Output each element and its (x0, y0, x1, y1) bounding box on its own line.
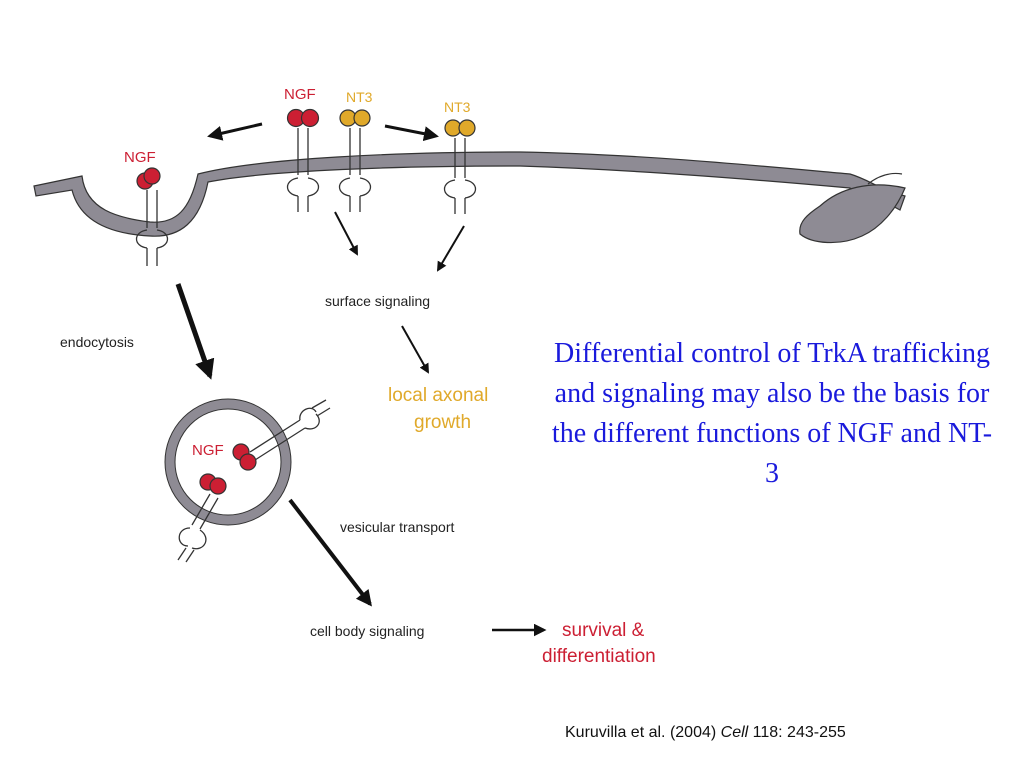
label-ngf-vesicle: NGF (192, 442, 224, 459)
label-surface-signaling: surface signaling (325, 293, 430, 309)
trka-receptor-pit (135, 190, 169, 266)
trka-receptor-ngf-surface (286, 128, 320, 212)
label-ngf-top: NGF (284, 86, 316, 103)
axon-membrane (33, 151, 906, 237)
citation: Kuruvilla et al. (2004) Cell 118: 243-25… (565, 724, 846, 742)
growth-cone (799, 184, 906, 244)
ngf-dimer-vesicle-lower (199, 473, 227, 495)
citation-details: 118: 243-255 (748, 724, 846, 741)
label-nt3-top: NT3 (346, 89, 373, 105)
label-local-axonal-growth-2: growth (414, 412, 471, 433)
label-ngf-pit: NGF (124, 149, 156, 166)
nt3-dimer-surface (339, 109, 371, 127)
arrow-to-surface-signaling-left (334, 211, 358, 256)
label-survival-1: survival & (562, 620, 645, 641)
nt3-dimer-right (444, 119, 476, 137)
arrow-surface-to-local-growth (401, 325, 429, 374)
slide-caption: Differential control of TrkA trafficking… (551, 338, 993, 489)
label-survival-2: differentiation (542, 646, 656, 667)
label-nt3-right: NT3 (444, 99, 471, 115)
label-local-axonal-growth-1: local axonal (388, 385, 488, 406)
endosome-inner-edge (174, 408, 282, 516)
ngf-dimer-pit (136, 167, 161, 190)
arrow-vesicular-transport (288, 498, 372, 607)
ngf-dimer-vesicle-upper (232, 443, 257, 471)
citation-authors: Kuruvilla et al. (2004) (565, 724, 721, 741)
label-cell-body-signaling: cell body signaling (310, 623, 424, 639)
label-vesicular-transport: vesicular transport (340, 519, 454, 535)
label-endocytosis: endocytosis (60, 334, 134, 350)
arrow-ngf-to-pit (207, 122, 263, 141)
trka-receptor-vesicle-lower (177, 493, 219, 563)
arrow-endocytosis (175, 283, 215, 380)
trka-receptor-nt3-surface (338, 128, 372, 212)
growth-cone-filopodium (867, 172, 903, 185)
trka-receptor-nt3-right (443, 138, 477, 214)
signaling-endosome (165, 399, 291, 525)
trka-receptor-vesicle-upper (249, 399, 331, 461)
arrow-to-surface-signaling-right (436, 225, 465, 272)
ngf-dimer-surface (286, 108, 320, 128)
endosome-outer-edge (164, 398, 292, 526)
arrow-nt3-along-axon (384, 124, 439, 142)
citation-journal: Cell (720, 724, 749, 741)
